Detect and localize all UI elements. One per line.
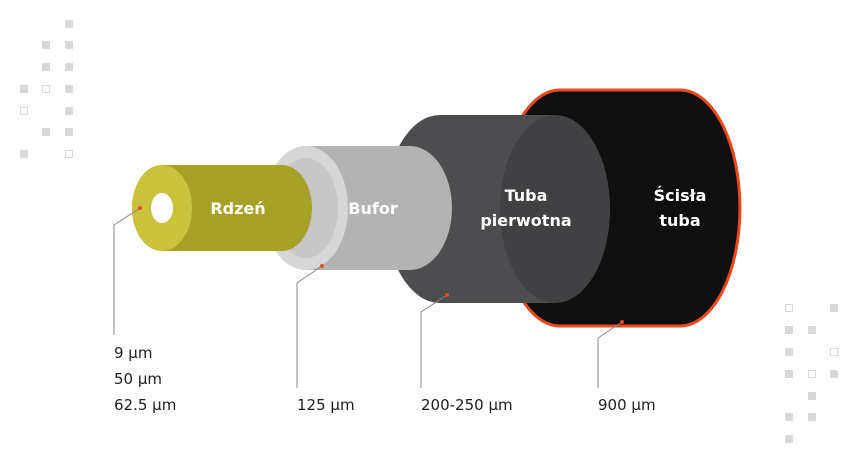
dot — [785, 413, 793, 421]
core-hole — [151, 193, 173, 223]
marker-core — [138, 206, 142, 210]
label-core: Rdzeń — [210, 199, 265, 218]
measurement-primary: 200-250 µm — [421, 396, 513, 414]
marker-primary — [445, 293, 449, 297]
dot — [42, 128, 50, 136]
dot — [42, 85, 50, 93]
measurement-buffer: 125 µm — [297, 396, 355, 414]
dot — [785, 370, 793, 378]
dot — [42, 63, 50, 71]
dot — [65, 63, 73, 71]
measurement-core-3: 62.5 µm — [114, 396, 176, 414]
dot — [808, 392, 816, 400]
label-tight-line1: Ścisła — [654, 186, 707, 205]
leader-tight — [597, 321, 623, 388]
dot — [785, 304, 793, 312]
dot — [785, 326, 793, 334]
primary-tube-shade — [500, 115, 610, 303]
leader-markers — [138, 206, 624, 324]
dot — [830, 370, 838, 378]
leader-lines — [113, 207, 623, 388]
dot — [65, 41, 73, 49]
label-primary-line2: pierwotna — [480, 211, 571, 230]
marker-tight — [620, 320, 624, 324]
dot — [808, 413, 816, 421]
dot — [65, 128, 73, 136]
dot — [65, 107, 73, 115]
dot — [785, 435, 793, 443]
dot — [830, 304, 838, 312]
measurement-core-2: 50 µm — [114, 370, 162, 388]
measurement-tight: 900 µm — [598, 396, 656, 414]
leader-buffer — [296, 265, 323, 388]
dot — [830, 348, 838, 356]
dot — [808, 370, 816, 378]
label-primary-line1: Tuba — [505, 186, 548, 205]
label-tight-line2: tuba — [659, 211, 700, 230]
dot — [20, 107, 28, 115]
layer-core — [132, 165, 312, 251]
dot — [20, 150, 28, 158]
label-buffer: Bufor — [348, 199, 398, 218]
dot — [785, 348, 793, 356]
dot — [65, 85, 73, 93]
leader-core — [113, 207, 141, 335]
dot — [20, 85, 28, 93]
leader-primary — [420, 294, 448, 388]
dot — [65, 20, 73, 28]
marker-buffer — [320, 264, 324, 268]
dot — [42, 41, 50, 49]
measurement-core-1: 9 µm — [114, 344, 152, 362]
layer-primary-tube — [385, 115, 610, 303]
dot — [808, 326, 816, 334]
dot — [65, 150, 73, 158]
